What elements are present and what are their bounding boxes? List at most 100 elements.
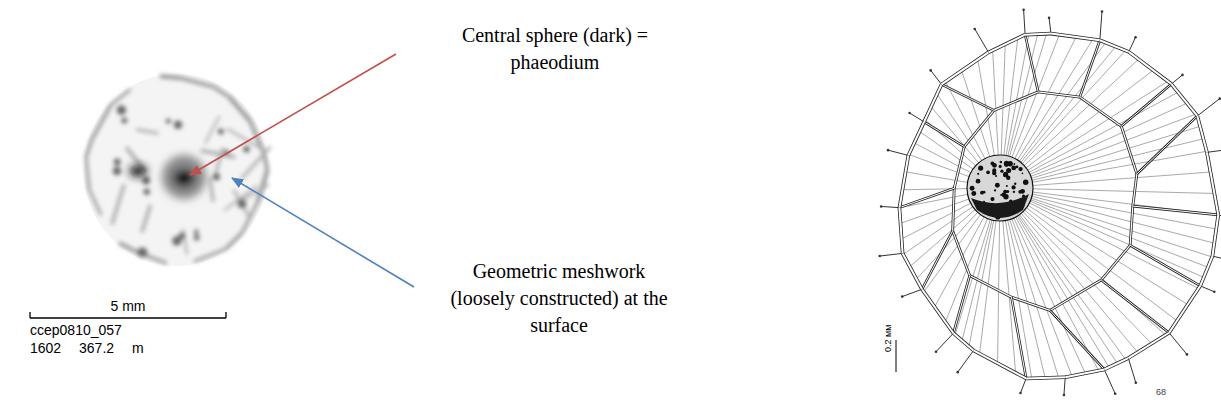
drawing-stroke [1121,84,1171,126]
drawing-stroke [1011,297,1049,310]
drawing-stroke [924,84,941,121]
central-capsule [1001,192,1006,197]
photo-mesh [92,105,111,140]
drawing-stroke [1200,256,1212,286]
photo-phaeodium [162,155,206,199]
drawing-stroke [1050,280,1101,310]
drawing-stroke [899,208,902,254]
photo-mesh [119,243,139,253]
drawing-stroke [1128,333,1169,358]
drawing-stroke [1080,97,1121,126]
drawing-stroke [975,29,989,52]
drawing-stroke [953,188,955,231]
drawing-stroke [989,35,1026,53]
drawing-stroke [1121,126,1137,174]
drawing-stroke [1004,38,1018,155]
drawing-stroke [881,206,899,207]
drawing-stroke [1133,206,1218,215]
drawing-stroke [1114,392,1117,395]
photo-mesh [229,97,250,121]
photo-mesh [194,230,199,235]
drawing-stroke [899,155,908,207]
leader-arrow [232,178,414,287]
drawing-stroke [1029,203,1198,289]
central-capsule [1000,161,1003,164]
drawing-stroke [888,150,908,155]
drawing-stroke [903,253,922,289]
photo-mesh [166,118,171,123]
drawing-stroke [910,113,925,122]
drawing-stroke [903,207,973,255]
central-capsule [1013,163,1015,165]
drawing-stroke [954,147,964,189]
drawing-stroke [1104,369,1115,393]
photo-mesh [183,229,187,254]
photo-mesh [117,105,127,115]
drawing-stroke [1080,97,1121,126]
photo-mesh [144,189,150,195]
photo-mesh [234,190,250,217]
photo-mesh [243,146,250,153]
photo-mesh [194,235,200,241]
drawing-stroke [1101,10,1104,13]
photo-mesh [89,189,101,215]
drawing-stroke [1121,126,1137,174]
central-capsule [992,163,997,168]
drawing-stroke [1024,10,1025,35]
drawing-stroke [1101,245,1130,280]
drawing-stroke [1050,310,1104,369]
scale-label: 0.2 мм [880,325,896,352]
drawing-stroke [899,188,954,207]
drawing-stroke [1050,280,1101,310]
drawing-stroke [1219,97,1221,100]
photo-mesh [111,89,131,104]
drawing-stroke [1181,74,1184,77]
drawing-stroke [942,84,994,110]
photo-mesh [142,176,150,184]
drawing-stroke [1129,52,1172,84]
drawing-stroke [1033,189,1214,194]
drawing-stroke [1130,206,1133,245]
drawing-stroke [1171,84,1197,116]
photo-phaeodium [129,165,147,177]
central-capsule [1011,165,1016,170]
drawing-stroke [970,276,1012,298]
drawing-stroke [1207,152,1218,215]
drawing-stroke [1065,369,1104,377]
radiolarian-drawing [878,8,1221,396]
drawing-stroke [1017,216,1109,367]
central-capsule [986,170,990,174]
photo-mesh [227,128,267,151]
central-capsule [970,186,975,191]
drawing-stroke [953,333,973,350]
photo-mesh [121,118,127,124]
drawing-stroke [1016,217,1099,371]
drawing-stroke [1133,174,1137,206]
drawing-stroke [1064,377,1065,395]
central-capsule [1003,173,1007,177]
drawing-stroke [1212,215,1218,256]
drawing-stroke [1022,8,1025,11]
drawing-stroke [935,217,985,307]
drawing-stroke [1001,44,1005,155]
drawing-stroke [1025,34,1051,35]
drawing-stroke [1026,70,1153,168]
drawing-stroke [1033,172,1211,185]
photo-phaeodium [129,155,206,199]
drawing-stroke [878,255,881,258]
drawing-stroke [954,147,964,189]
drawing-stroke [1032,139,1203,180]
drawing-stroke [1065,369,1104,377]
drawing-stroke [1025,34,1051,35]
drawing-stroke [1133,206,1218,215]
central-capsule [1006,185,1008,187]
drawing-stroke [935,350,938,353]
drawing-stroke [1128,333,1169,358]
drawing-stroke [1051,34,1100,41]
drawing-stroke [922,231,953,289]
drawing-stroke [1021,47,1116,163]
drawing-stroke [902,203,971,239]
central-capsule [995,175,997,177]
central-capsule [1020,189,1025,194]
